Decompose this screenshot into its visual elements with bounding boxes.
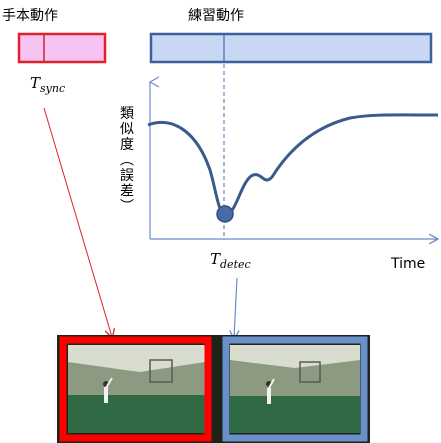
y-axis-label: 類似度︵誤差︶ xyxy=(120,106,134,215)
detect-arrow xyxy=(234,277,237,338)
video-frames xyxy=(57,335,370,443)
practice-motion-bar xyxy=(149,32,433,64)
svg-text:類似度︵誤差︶: 類似度︵誤差︶ xyxy=(120,106,134,215)
t-sync-label: Tsync xyxy=(30,74,65,95)
t-detec-label: Tdetec xyxy=(210,250,251,271)
minimum-point-marker xyxy=(216,205,234,223)
model-frame-border xyxy=(59,336,212,442)
time-axis-label: Time xyxy=(390,256,425,272)
practice-frame-border xyxy=(222,336,368,442)
similarity-curve xyxy=(147,113,439,217)
sync-arrow xyxy=(43,107,112,337)
model-motion-label: 手本動作 xyxy=(2,8,58,24)
practice-frame-image xyxy=(230,345,360,433)
model-motion-bar xyxy=(17,32,107,64)
practice-motion-label: 練習動作 xyxy=(188,8,244,24)
model-frame-image xyxy=(68,345,205,433)
